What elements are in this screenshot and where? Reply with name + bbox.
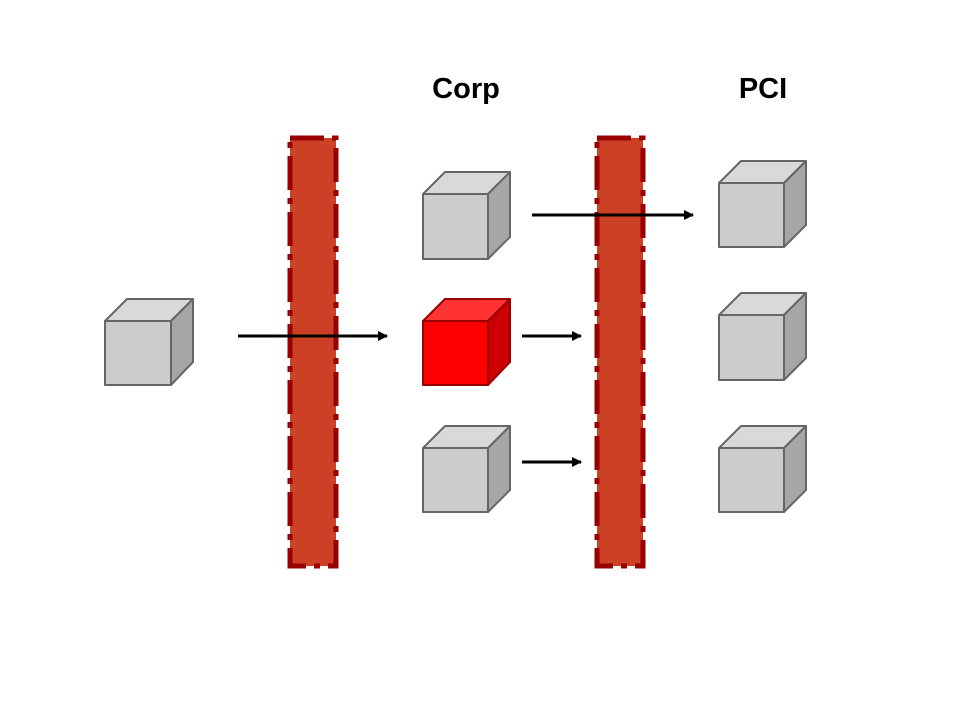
corp-server-2-compromised-icon xyxy=(422,298,511,386)
pci-server-2-icon xyxy=(718,292,807,381)
corp-zone-label: Corp xyxy=(432,73,500,105)
pci-firewall xyxy=(594,135,646,569)
external-host-icon xyxy=(104,298,194,386)
perimeter-firewall xyxy=(287,135,339,569)
pci-zone-label: PCI xyxy=(739,73,787,105)
pci-server-3-icon xyxy=(718,425,807,513)
corp-server-1-icon xyxy=(422,171,511,260)
corp-server-3-icon xyxy=(422,425,511,513)
pci-server-1-icon xyxy=(718,160,807,248)
